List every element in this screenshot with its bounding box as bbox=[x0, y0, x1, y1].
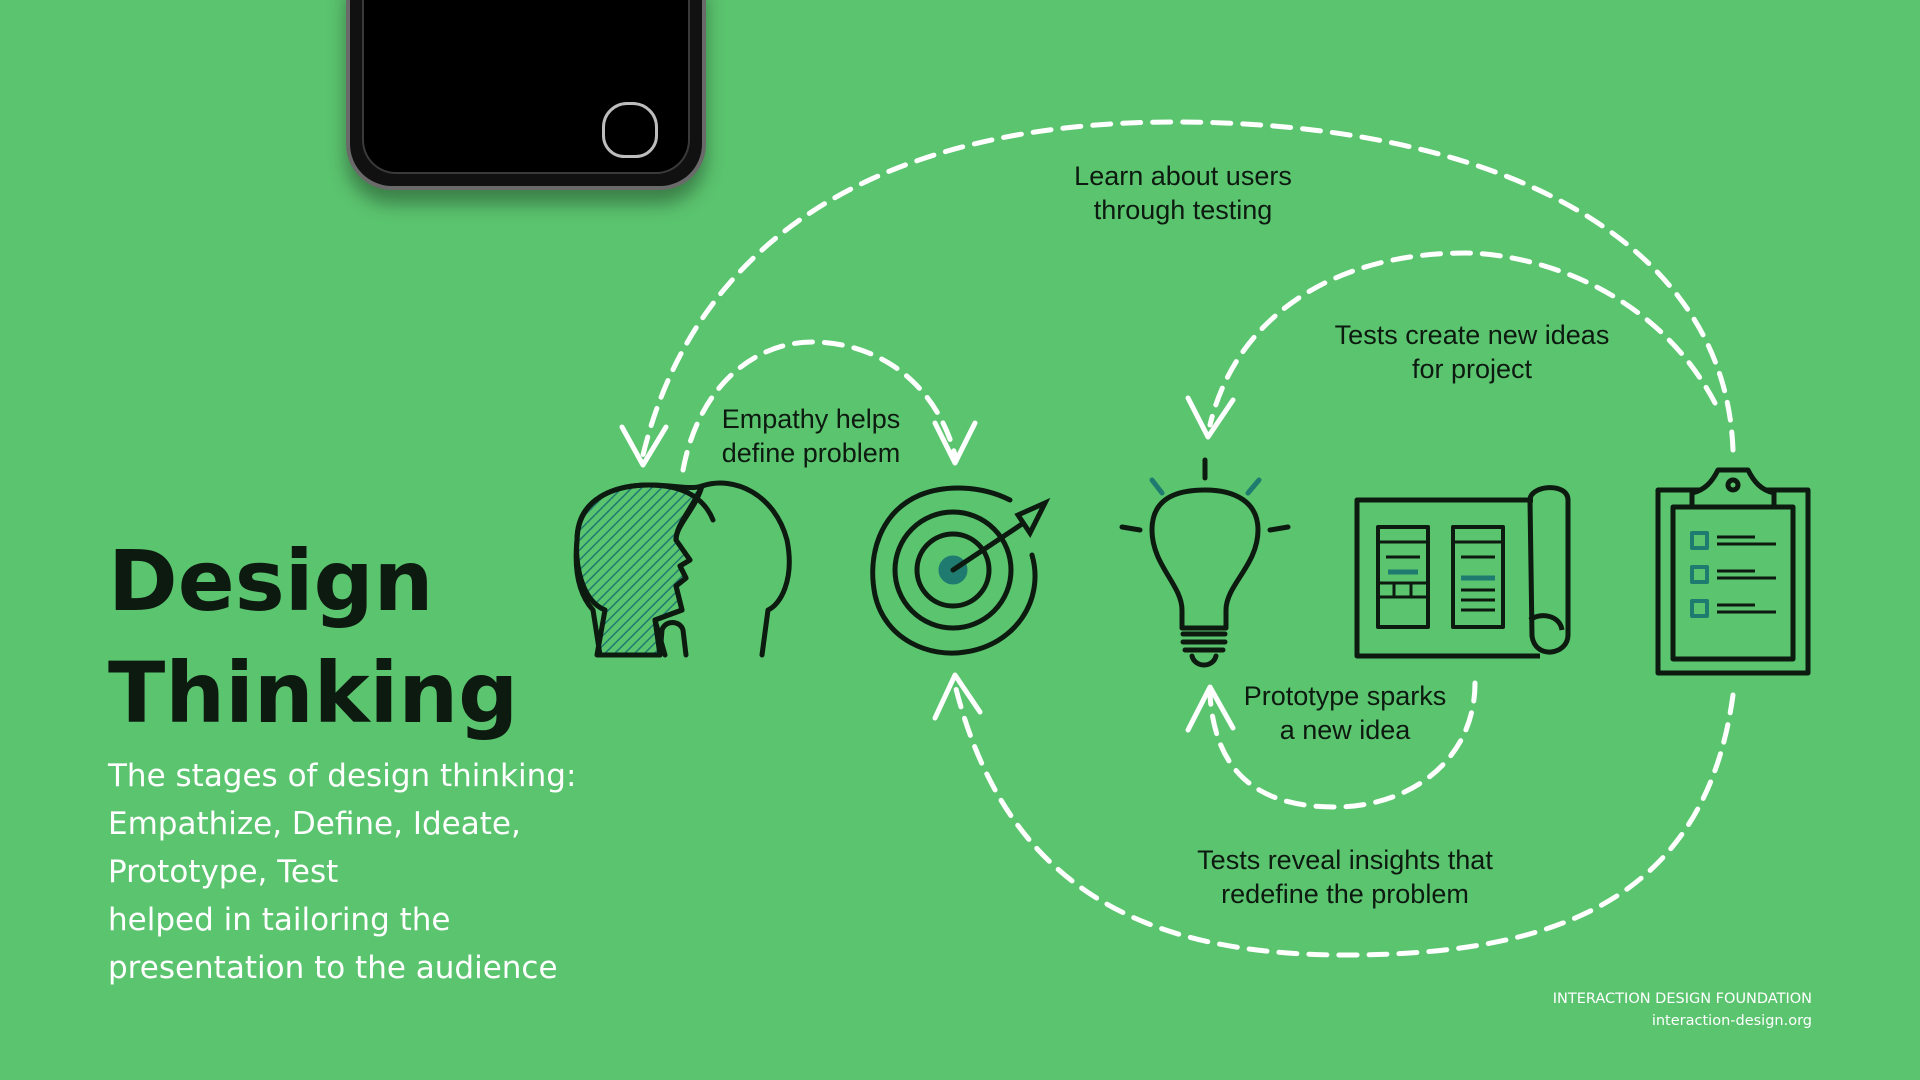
label-insights-2: redefine the problem bbox=[1221, 879, 1469, 909]
blueprint-icon bbox=[1357, 488, 1568, 656]
label-tests-ideas-1: Tests create new ideas bbox=[1335, 320, 1610, 350]
label-tests-ideas-2: for project bbox=[1412, 354, 1533, 384]
clipboard-icon bbox=[1658, 470, 1808, 673]
footer-credit: INTERACTION DESIGN FOUNDATION interactio… bbox=[1553, 988, 1812, 1032]
label-prototype-2: a new idea bbox=[1280, 715, 1412, 745]
label-empathy-2: define problem bbox=[722, 438, 901, 468]
label-empathy-1: Empathy helps bbox=[722, 404, 901, 434]
label-insights-1: Tests reveal insights that bbox=[1197, 845, 1493, 875]
heads-icon bbox=[576, 483, 789, 655]
lightbulb-icon bbox=[1122, 460, 1288, 665]
label-prototype-1: Prototype sparks bbox=[1244, 681, 1447, 711]
footer-url: interaction-design.org bbox=[1553, 1010, 1812, 1032]
label-learn-users-1: Learn about users bbox=[1074, 161, 1292, 191]
footer-org: INTERACTION DESIGN FOUNDATION bbox=[1553, 988, 1812, 1010]
label-learn-users-2: through testing bbox=[1094, 195, 1273, 225]
target-icon bbox=[873, 488, 1045, 653]
